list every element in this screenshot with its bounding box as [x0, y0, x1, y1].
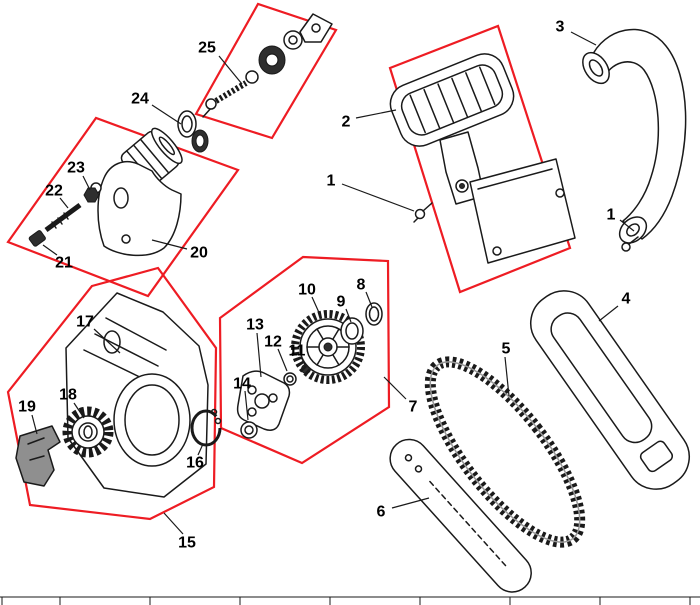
- callout-label-23: 23: [67, 160, 85, 177]
- handle-screw-left: [413, 202, 433, 223]
- guide-bar: [389, 438, 532, 593]
- bolt-head: [28, 230, 46, 247]
- leader-line-22-3: [59, 197, 69, 209]
- leader-line-10-16: [311, 296, 322, 318]
- leader-line-11-17: [300, 356, 306, 366]
- leader-line-21-4: [42, 244, 58, 256]
- callout-label-1: 1: [327, 173, 336, 190]
- leader-line-25-0: [218, 55, 243, 85]
- retaining-ring: [190, 408, 222, 447]
- callout-label-5: 5: [502, 341, 511, 358]
- callout-label-6: 6: [377, 504, 386, 521]
- callout-label-13: 13: [246, 317, 264, 334]
- handle-screw-right: [621, 236, 639, 252]
- housing-body: [97, 160, 182, 257]
- side-cover-assembly: [15, 292, 222, 498]
- group-outline-sprocket: [218, 255, 391, 465]
- callout-label-10: 10: [298, 282, 316, 299]
- callout-label-1: 1: [607, 207, 616, 224]
- group-outlines: [6, 2, 572, 521]
- leader-line-19-25: [31, 414, 38, 435]
- callout-label-24: 24: [131, 91, 149, 108]
- leader-line-3-8: [570, 31, 597, 46]
- oiler-bracket: [299, 13, 333, 43]
- leader-line-18-24: [73, 402, 85, 419]
- leader-line-17-23: [93, 328, 121, 354]
- leader-line-13-19: [256, 332, 262, 378]
- callout-label-12: 12: [264, 334, 282, 351]
- leader-line-20-5: [151, 239, 188, 250]
- sprocket-assembly: [236, 302, 383, 439]
- callout-label-2: 2: [342, 114, 351, 131]
- top-handle-tube: [582, 28, 687, 244]
- bolt-nut-washer: [83, 182, 102, 203]
- tension-knob: [62, 406, 114, 458]
- callout-label-8: 8: [357, 277, 366, 294]
- washer-stack-24: [177, 110, 209, 153]
- leader-line-1-7: [341, 183, 415, 212]
- saw-chain: [424, 356, 586, 548]
- group-outline-motor-housing: [6, 116, 240, 298]
- mounting-plate: [469, 158, 576, 264]
- cover-clip: [15, 425, 61, 487]
- oiler-assembly: [202, 13, 333, 118]
- leader-line-24-1: [151, 104, 182, 125]
- callouts: 2524232221202131456789101112131415161718…: [18, 19, 635, 552]
- callout-label-18: 18: [59, 387, 77, 404]
- footer-table: [0, 596, 700, 605]
- leader-line-6-12: [391, 497, 430, 509]
- group-outline-oiler: [194, 2, 338, 140]
- group-outline-side-cover: [6, 266, 218, 521]
- callout-label-3: 3: [556, 19, 565, 36]
- leader-line-8-14: [365, 291, 373, 308]
- callout-label-14: 14: [233, 376, 251, 393]
- leader-line-14-20: [244, 390, 249, 421]
- callout-label-21: 21: [55, 255, 73, 272]
- washer-12: [283, 372, 297, 386]
- callout-label-22: 22: [45, 183, 63, 200]
- callout-label-20: 20: [190, 245, 208, 262]
- leader-line-7-13: [383, 376, 407, 400]
- leader-line-4-10: [598, 305, 619, 322]
- leader-line-9-15: [345, 308, 352, 323]
- handguard-assembly: [389, 53, 576, 264]
- callout-label-17: 17: [76, 314, 94, 331]
- leader-line-2-6: [355, 109, 397, 119]
- callout-label-15: 15: [178, 535, 196, 552]
- callout-label-19: 19: [18, 399, 36, 416]
- callout-label-4: 4: [622, 291, 631, 308]
- callout-label-16: 16: [186, 455, 204, 472]
- callout-label-11: 11: [289, 343, 306, 360]
- leader-line-23-2: [82, 175, 91, 191]
- callout-label-7: 7: [409, 399, 418, 416]
- rear-handle-frame: [530, 290, 690, 490]
- group-outline-handguard: [388, 24, 572, 294]
- leader-line-15-21: [163, 512, 184, 535]
- leader-line-16-22: [197, 443, 204, 456]
- ring-9: [340, 317, 364, 345]
- leader-line-5-11: [504, 356, 510, 397]
- washer-14: [240, 421, 258, 439]
- housing-bolt: [28, 202, 82, 247]
- ring-8: [365, 302, 383, 326]
- callout-label-9: 9: [337, 294, 346, 311]
- chain-sprocket: [291, 310, 365, 384]
- leader-line-12-18: [277, 348, 288, 372]
- motor-housing-assembly: [28, 127, 183, 257]
- callout-label-25: 25: [198, 40, 216, 57]
- oiler-spring: [214, 80, 248, 104]
- leader-line-1-9: [619, 219, 635, 232]
